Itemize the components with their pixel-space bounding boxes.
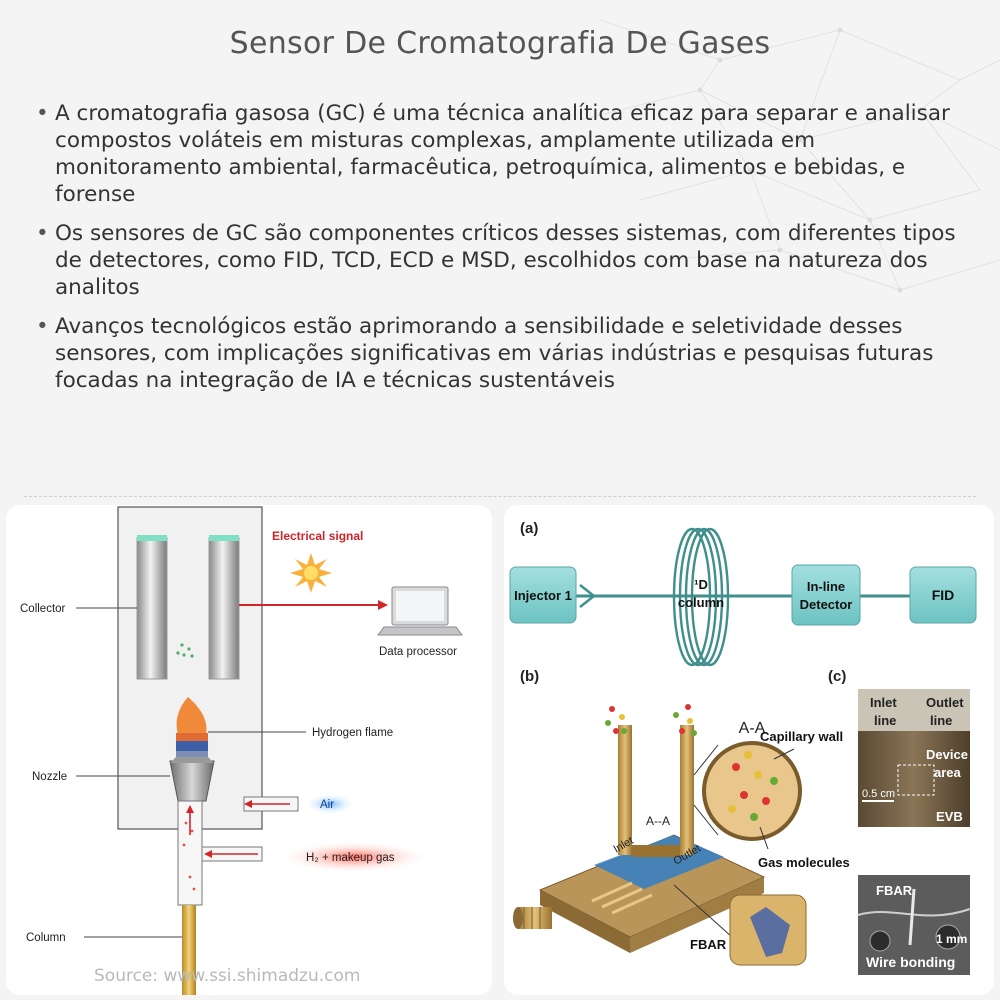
spark-icon xyxy=(290,553,332,593)
column-label-1: ¹D xyxy=(694,577,708,592)
sample-particles xyxy=(182,821,196,891)
air-glow xyxy=(304,793,356,815)
ion-particles xyxy=(176,643,194,658)
hydrogen-flame-label: Hydrogen flame xyxy=(312,727,393,739)
column-coil-icon xyxy=(672,527,730,667)
injector-label: Injector 1 xyxy=(514,588,572,603)
detector-label-2: Detector xyxy=(800,597,853,612)
fid-diagram-panel: Electrical signal Data processor Collect… xyxy=(6,505,492,995)
zoom-line xyxy=(693,804,719,836)
bullet-list: A cromatografia gasosa (GC) é uma técnic… xyxy=(34,100,974,406)
photo-inlet-2: line xyxy=(874,713,896,728)
data-processor-label: Data processor xyxy=(379,646,457,658)
capillary-cross-section xyxy=(702,741,802,841)
label-b: (b) xyxy=(520,668,539,685)
photo-outlet-2: line xyxy=(930,713,952,728)
aa-small-label: A--A xyxy=(646,814,670,828)
hydrogen-glow xyxy=(278,841,430,873)
bullet-item: Os sensores de GC são componentes crític… xyxy=(34,220,974,301)
fid-diagram: Electrical signal Data processor Collect… xyxy=(20,506,463,995)
collector-rod-right xyxy=(208,537,240,680)
gas-flow-arrowhead xyxy=(186,805,194,813)
micro-gc-device xyxy=(513,725,766,953)
photo-outlet-1: Outlet xyxy=(926,695,964,710)
photo2-wire-bonding: Wire bonding xyxy=(866,954,955,970)
zoom-line xyxy=(693,744,719,776)
photo-inlet-1: Inlet xyxy=(870,695,897,710)
air-label: Air xyxy=(320,799,334,811)
analytical-column xyxy=(182,905,196,995)
capillary-wall-label: Capillary wall xyxy=(760,729,843,744)
gas-molecules-leader xyxy=(759,826,769,850)
nozzle xyxy=(169,760,215,802)
photo2-scale: 1 mm xyxy=(936,932,967,946)
column-label-2: column xyxy=(678,595,724,610)
hydrogen-flow-arrowhead xyxy=(204,850,212,858)
nozzle-label: Nozzle xyxy=(32,771,67,783)
fbar-leader xyxy=(673,884,733,938)
gc-schematic: (a) Injector 1 ¹D column In-line Detecto… xyxy=(509,520,977,975)
bullet-item: Avanços tecnológicos estão aprimorando a… xyxy=(34,313,974,394)
label-a: (a) xyxy=(520,520,538,537)
bullet-item: A cromatografia gasosa (GC) é uma técnic… xyxy=(34,100,974,208)
gas-plume-icon xyxy=(605,704,697,736)
collector-label: Collector xyxy=(20,603,66,615)
collector-rod-cap xyxy=(209,535,239,541)
collector-rod-cap xyxy=(137,535,167,541)
gc-diagram-panel: (a) Injector 1 ¹D column In-line Detecto… xyxy=(504,505,994,995)
page-title: Sensor De Cromatografia De Gases xyxy=(229,26,771,61)
fbar-electrode xyxy=(750,907,790,957)
photo-scale: 0.5 cm xyxy=(862,788,895,800)
hydrogen-flame xyxy=(176,697,208,757)
flow-chevron xyxy=(579,584,597,608)
aa-label: A-A xyxy=(739,720,766,737)
electrical-signal-label: Electrical signal xyxy=(272,529,363,543)
fid-box xyxy=(909,566,977,624)
hydrogen-gas-label: H₂ + makeup gas xyxy=(306,852,395,864)
laptop-icon xyxy=(377,586,463,636)
injector-box xyxy=(509,566,577,624)
detector-label-1: In-line xyxy=(807,579,845,594)
source-credit: Source: www.ssi.shimadzu.com xyxy=(94,966,361,986)
column-label: Column xyxy=(26,932,66,944)
photo-evb: EVB xyxy=(936,809,963,824)
fid-label: FID xyxy=(932,587,955,603)
label-c: (c) xyxy=(828,668,846,685)
collector-rod-left xyxy=(136,537,168,680)
signal-arrowhead xyxy=(378,600,388,610)
fbar-photo: FBAR 1 mm Wire bonding xyxy=(857,875,971,975)
gas-molecules-label: Gas molecules xyxy=(758,855,850,870)
detector-box xyxy=(791,564,861,626)
capillary-wall-leader xyxy=(773,748,795,760)
section-divider xyxy=(24,496,976,497)
photo-device-1: Device xyxy=(926,747,968,762)
photo2-fbar: FBAR xyxy=(876,883,913,898)
gas-molecules-cluster xyxy=(728,751,778,821)
fbar-label: FBAR xyxy=(690,937,727,952)
air-flow-arrowhead xyxy=(244,800,252,808)
photo-device-2: area xyxy=(934,765,962,780)
device-photo: Inlet line Outlet line Device area 0.5 c… xyxy=(858,689,970,827)
nozzle-tip xyxy=(170,757,214,763)
